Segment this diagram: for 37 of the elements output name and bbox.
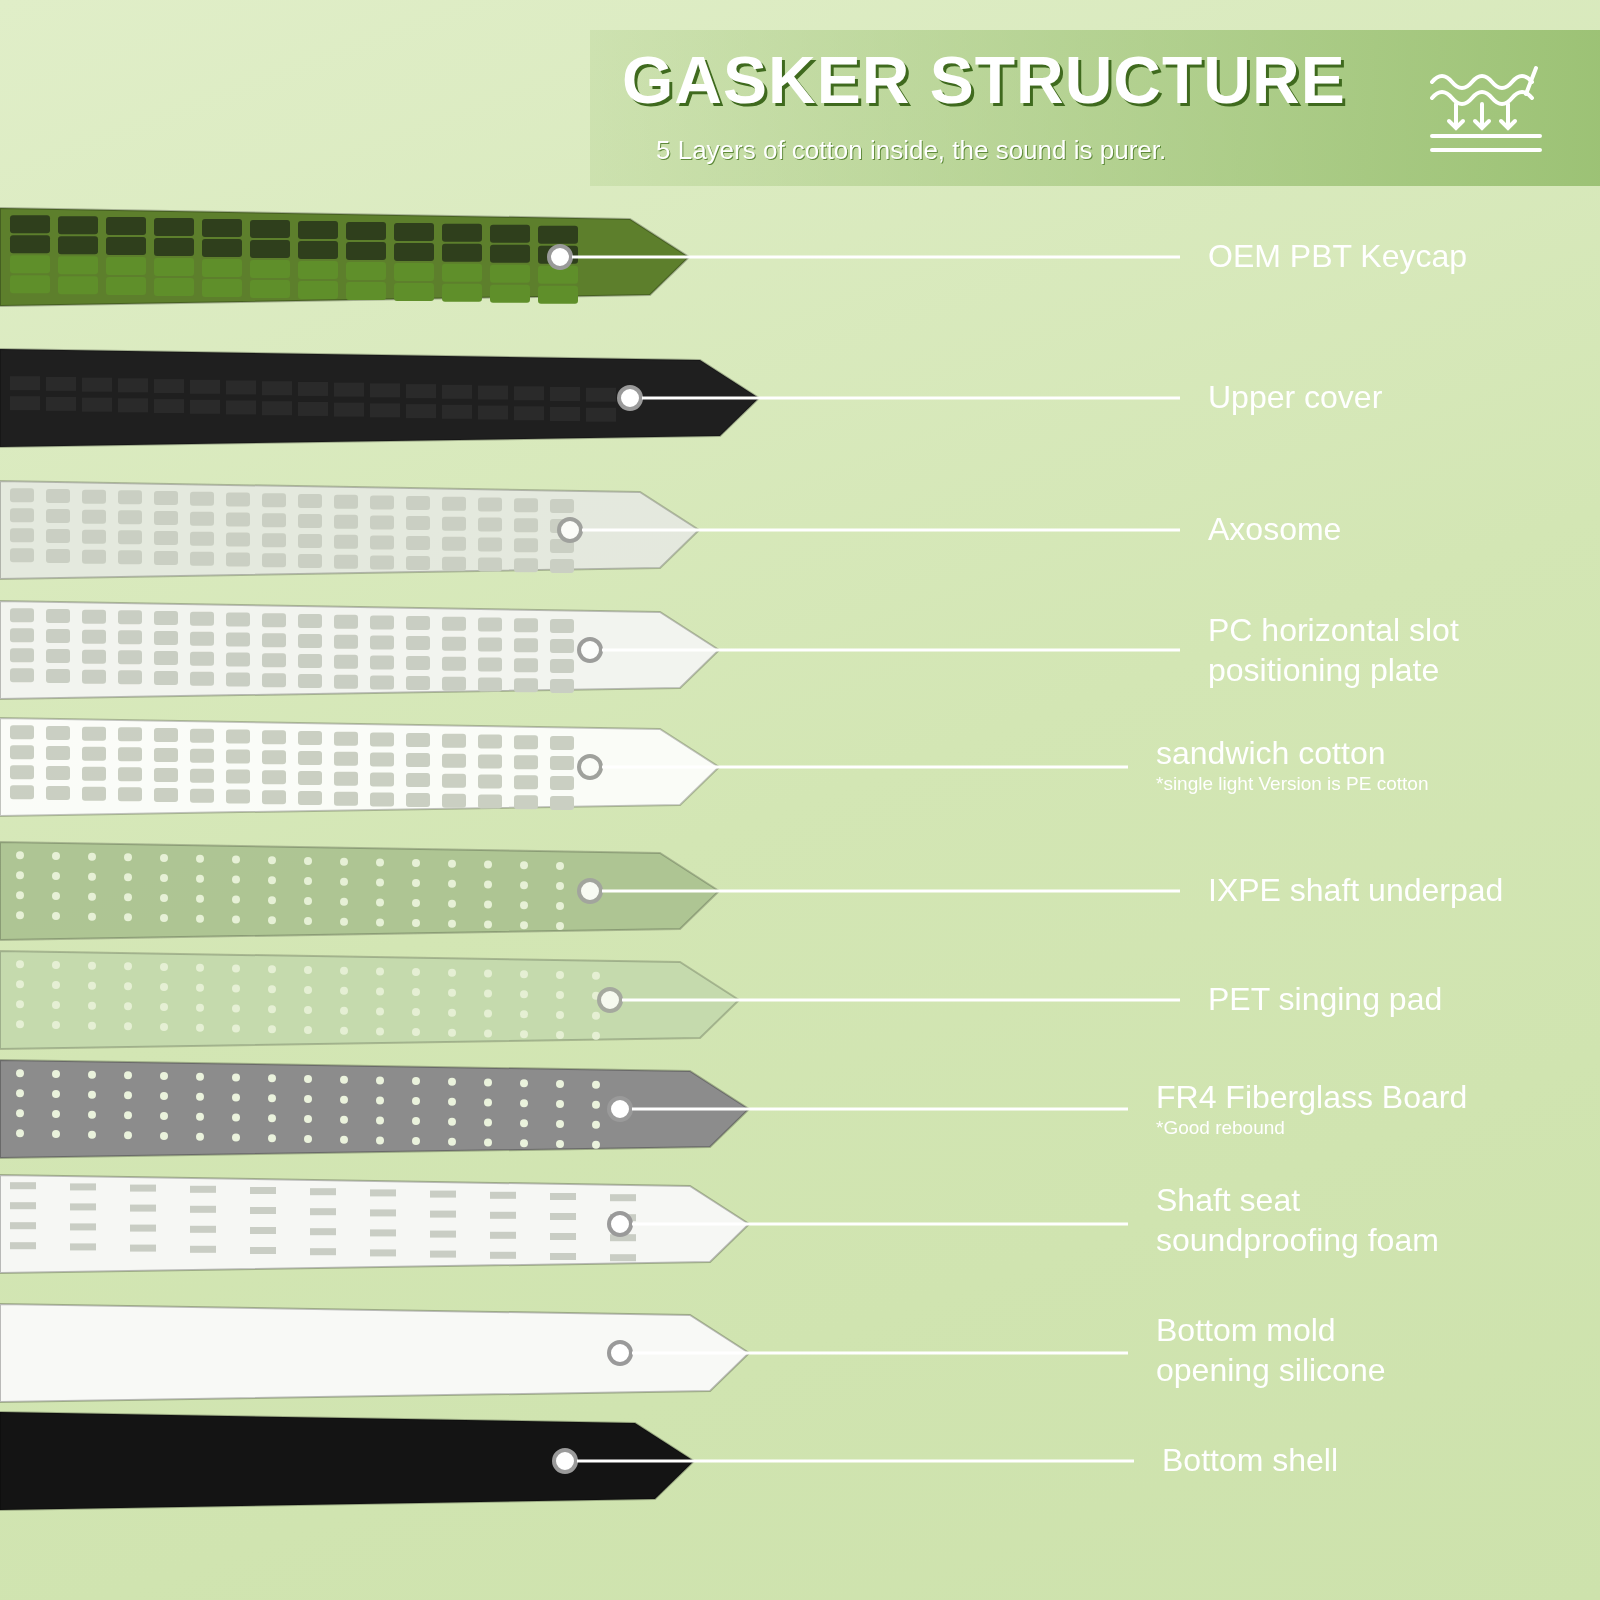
part-label: Bottom mold opening silicone <box>1156 1311 1387 1390</box>
part-label: Shaft seat soundproofing foam <box>1156 1181 1440 1260</box>
footnote: *single light Version is PE cotton <box>1156 773 1429 795</box>
title: GASKER STRUCTURE <box>622 42 1346 118</box>
part-label: OEM PBT Keycap <box>1208 237 1468 276</box>
part-label: PET singing pad <box>1208 980 1443 1019</box>
part-label: Bottom shell <box>1162 1441 1339 1480</box>
foam-drawing <box>0 717 720 817</box>
silicone-drawing <box>0 1303 750 1403</box>
foam-drawing <box>0 1174 750 1274</box>
underpad-drawing <box>0 841 720 941</box>
upper-cover-drawing <box>0 348 760 448</box>
pcb-drawing <box>0 1059 750 1159</box>
subtitle: 5 Layers of cotton inside, the sound is purer. <box>656 135 1167 166</box>
leader-line <box>632 1351 1128 1355</box>
leader-line <box>602 765 1128 769</box>
leader-line <box>577 1459 1134 1463</box>
bottom-shell-drawing <box>0 1411 695 1511</box>
leader-line <box>602 889 1180 893</box>
leader-line <box>622 998 1180 1002</box>
leader-line <box>632 1107 1128 1111</box>
keycaps-drawing <box>0 207 690 307</box>
leader-line <box>582 528 1180 532</box>
part-label: IXPE shaft underpad <box>1208 871 1504 910</box>
part-label: FR4 Fiberglass Board <box>1156 1078 1468 1117</box>
leader-line <box>642 396 1180 400</box>
part-label: Upper cover <box>1208 378 1383 417</box>
switches-drawing <box>0 480 700 580</box>
pad-drawing <box>0 950 740 1050</box>
leader-line <box>572 255 1180 259</box>
part-label: sandwich cotton <box>1156 734 1386 773</box>
footnote: *Good rebound <box>1156 1117 1285 1139</box>
leader-line <box>632 1222 1128 1226</box>
leader-line <box>602 648 1180 652</box>
part-label: Axosome <box>1208 510 1342 549</box>
part-label: PC horizontal slot positioning plate <box>1208 611 1460 690</box>
plate-drawing <box>0 600 720 700</box>
